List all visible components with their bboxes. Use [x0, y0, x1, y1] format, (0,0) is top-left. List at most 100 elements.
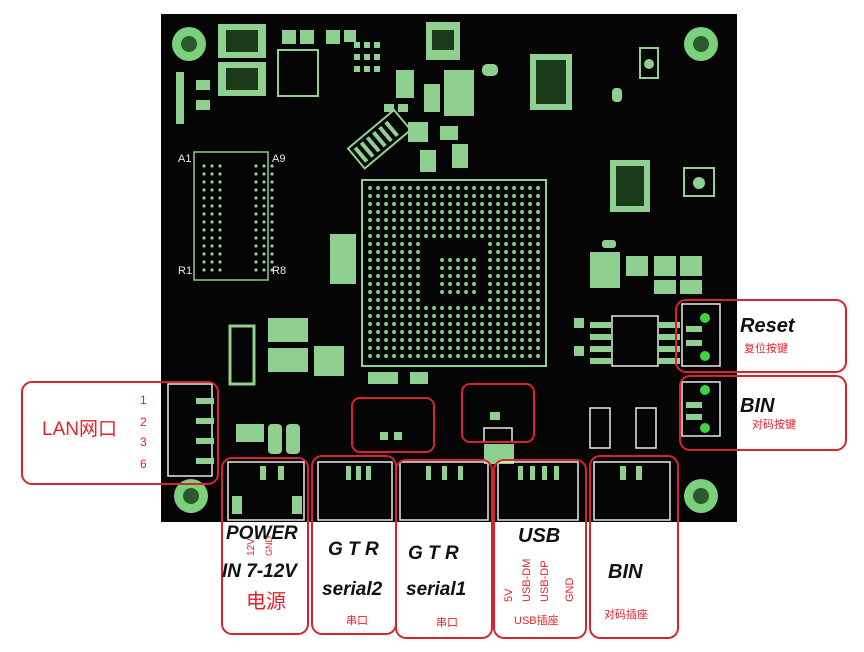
bga-ball: [528, 330, 532, 334]
bga-ball: [472, 186, 476, 190]
bga-ball: [400, 314, 404, 318]
bga-ball: [376, 306, 380, 310]
bga-ball: [536, 282, 540, 286]
bga-ball: [456, 186, 460, 190]
bga-ball: [496, 290, 500, 294]
header-pin: [270, 260, 274, 264]
header-pin: [262, 244, 266, 248]
bga-ball: [464, 218, 468, 222]
bga-ball: [488, 314, 492, 318]
bga-ball: [440, 354, 444, 358]
bga-ball: [528, 202, 532, 206]
bga-ball: [464, 234, 468, 238]
bga-ball: [416, 218, 420, 222]
header-pin: [218, 252, 222, 256]
bga-ball: [488, 346, 492, 350]
bga-ball: [520, 258, 524, 262]
bga-ball: [400, 298, 404, 302]
bga-ball: [416, 266, 420, 270]
bga-ball: [448, 306, 452, 310]
bga-ball: [432, 306, 436, 310]
bga-ball: [384, 338, 388, 342]
header-pin: [254, 172, 258, 176]
bga-ball: [408, 194, 412, 198]
bga-ball: [520, 186, 524, 190]
bga-ball: [456, 346, 460, 350]
bga-ball: [408, 330, 412, 334]
bga-ball: [392, 314, 396, 318]
bga-ball: [472, 258, 476, 262]
bga-ball: [368, 354, 372, 358]
bga-ball: [504, 298, 508, 302]
bga-ball: [408, 290, 412, 294]
lan-pin-3: 3: [140, 435, 147, 449]
bga-ball: [536, 234, 540, 238]
silk-r8: R8: [272, 265, 287, 277]
bga-ball: [520, 242, 524, 246]
bga-ball: [424, 322, 428, 326]
bga-ball: [464, 202, 468, 206]
bga-ball: [488, 306, 492, 310]
bga-ball: [528, 322, 532, 326]
bga-ball: [480, 202, 484, 206]
bga-ball: [448, 202, 452, 206]
bga-ball: [496, 266, 500, 270]
serial2-subtitle: 串口: [346, 615, 368, 627]
bga-ball: [392, 250, 396, 254]
bga-ball: [512, 210, 516, 214]
button-connectors: [681, 303, 721, 437]
header-pin: [262, 228, 266, 232]
usb-pin-5v: 5V: [503, 588, 515, 602]
bga-ball: [488, 186, 492, 190]
power-title-line2: IN 7-12V: [222, 561, 297, 582]
bga-ball: [520, 266, 524, 270]
bga-ball: [440, 234, 444, 238]
bga-ball: [472, 234, 476, 238]
bga-ball: [512, 274, 516, 278]
bga-ball: [528, 274, 532, 278]
header-pin: [254, 188, 258, 192]
bga-ball: [504, 354, 508, 358]
header-pin: [202, 268, 206, 272]
header-pin: [202, 180, 206, 184]
bga-ball: [416, 354, 420, 358]
bga-ball: [528, 338, 532, 342]
bga-ball: [424, 234, 428, 238]
mid-components: [228, 234, 680, 464]
small-pads: [354, 42, 468, 172]
bga-ball: [392, 186, 396, 190]
bga-ball: [536, 186, 540, 190]
silk-a1: A1: [178, 153, 192, 165]
bga-ball: [448, 258, 452, 262]
header-pin: [254, 196, 258, 200]
bga-ball: [496, 322, 500, 326]
header-pin: [254, 228, 258, 232]
bin-right-subtitle: 对码按键: [752, 419, 796, 431]
header-pin: [218, 180, 222, 184]
bga-ball: [376, 290, 380, 294]
bga-balls: [368, 186, 540, 358]
bga-ball: [368, 226, 372, 230]
bga-ball: [456, 258, 460, 262]
bga-ball: [512, 338, 516, 342]
bga-ball: [528, 234, 532, 238]
bga-ball: [392, 322, 396, 326]
bga-ball: [536, 258, 540, 262]
bga-ball: [408, 338, 412, 342]
bga-ball: [416, 338, 420, 342]
bga-ball: [496, 338, 500, 342]
bga-ball: [520, 226, 524, 230]
bga-ball: [448, 226, 452, 230]
header-pin: [262, 260, 266, 264]
header-pin: [210, 196, 214, 200]
bga-ball: [472, 226, 476, 230]
bga-ball: [416, 250, 420, 254]
bga-ball: [520, 282, 524, 286]
bga-ball: [448, 186, 452, 190]
bga-ball: [368, 234, 372, 238]
serial1-title-line2: serial1: [406, 579, 467, 600]
header-pin: [270, 196, 274, 200]
bga-ball: [528, 314, 532, 318]
bga-ball: [456, 210, 460, 214]
